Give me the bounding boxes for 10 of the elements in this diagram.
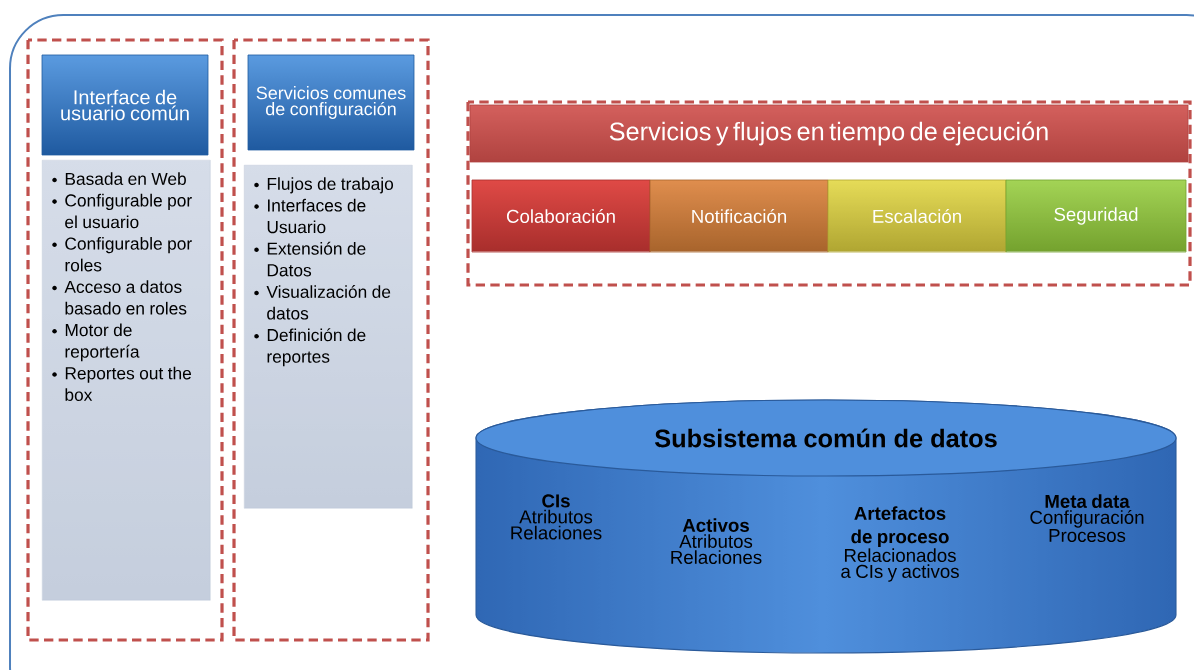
list-box: Flujos de trabajo Interfaces de Usuario Extensión de Datos Visualización de datos Definición de reportes (244, 165, 413, 509)
category-box: Notificación (649, 179, 829, 253)
database-cylinder: Subsistema común de datos CIs Atributos Relaciones Activos Atributos Relaciones Artefactos de proceso Relacionados a CIs y activos Meta data Configuración Procesos (475, 399, 1177, 654)
list-box: Basada en Web Configurable por el usuario Configurable por roles Acceso a datos basado en roles Motor de reportería Reportes out the box (42, 160, 211, 601)
title-bar: Servicios y flujos en tiempo de ejecución (469, 104, 1189, 163)
category-box: Escalación (827, 179, 1007, 253)
category-box: Seguridad (1005, 179, 1187, 253)
header-box: Interface de usuario común (41, 54, 209, 156)
header-box: Servicios comunes de configuración (247, 54, 415, 151)
category-box: Colaboración (471, 179, 651, 253)
